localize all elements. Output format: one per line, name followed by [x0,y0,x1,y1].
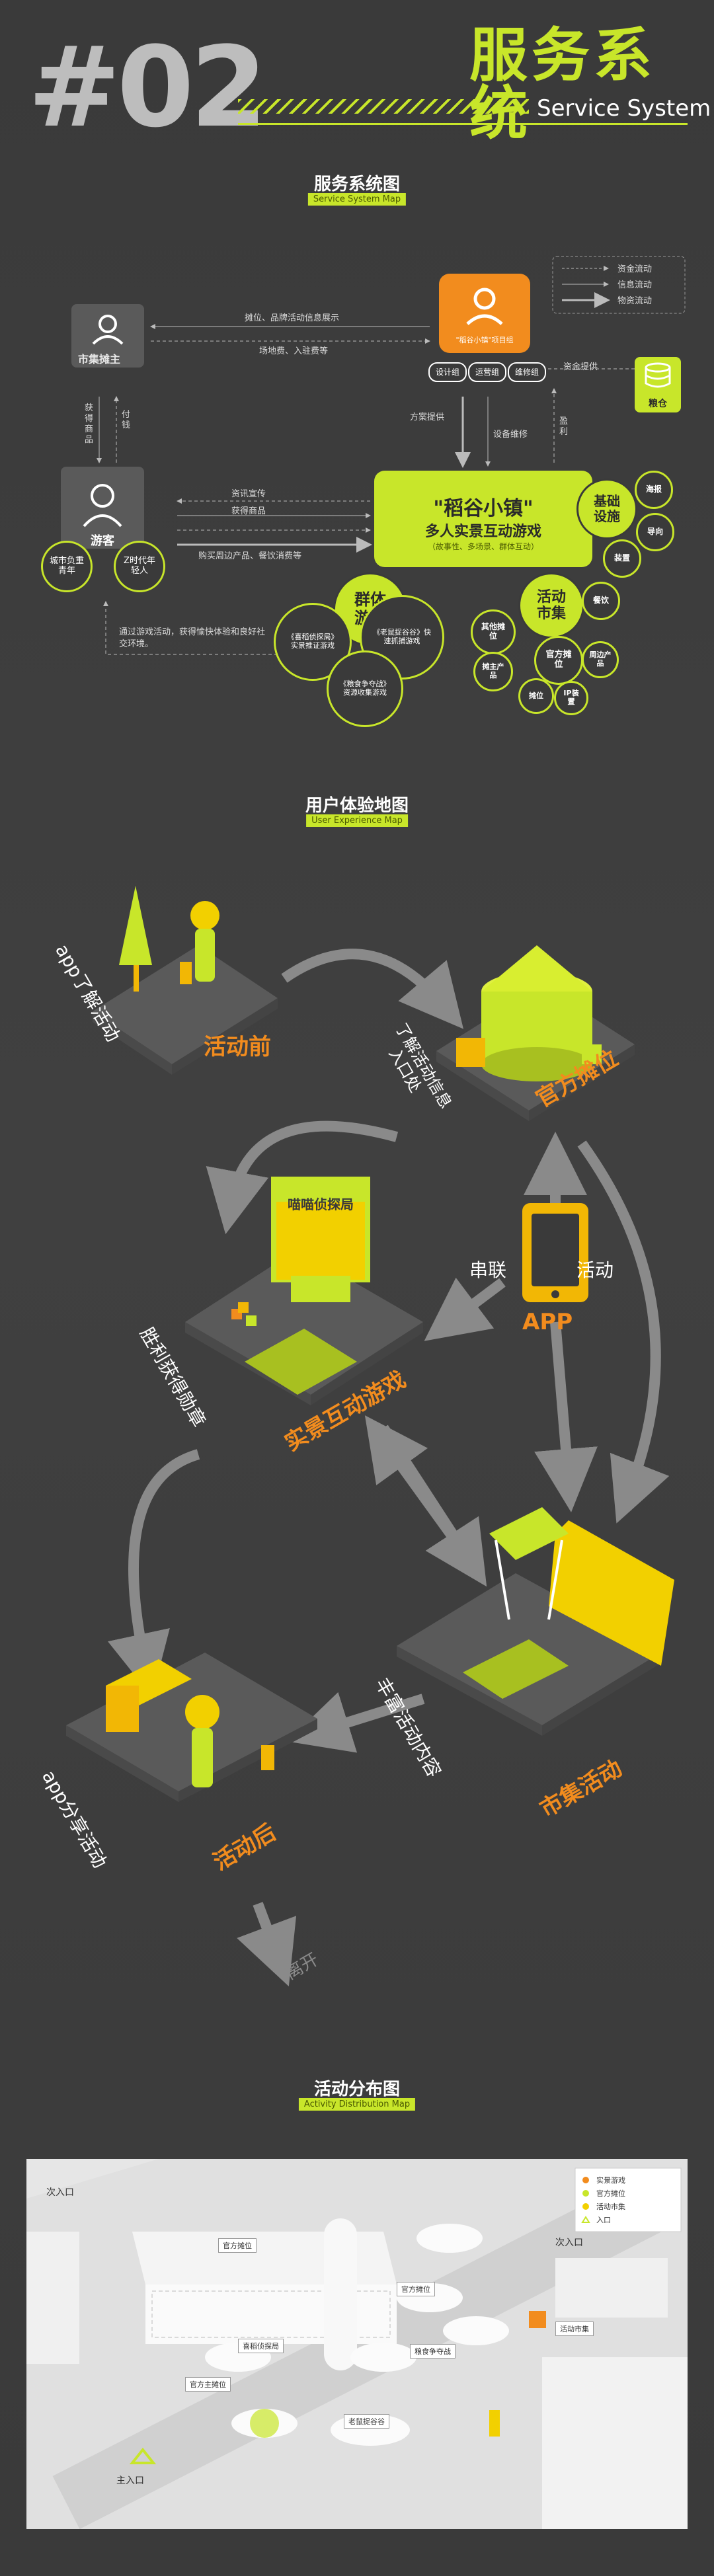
ux-map-scene [66,886,674,1986]
stage-before: 活动前 [204,1034,271,1060]
detective-sign: 喵喵侦探局 [288,1196,354,1212]
visitor-type-urban: 城市负重青年 [41,541,93,592]
main-entrance: 主入口 [116,2476,144,2486]
dist-map-subtitle: Activity Distribution Map [298,2098,416,2111]
person-icon [92,315,124,345]
infra-guide: 导向 [636,513,674,551]
map-legend-market: 活动市集 [596,2203,625,2211]
market-owner-label: 市集摊主 [78,353,121,366]
project-group-label: "稻谷小镇"项目组 [456,336,514,344]
ux-series: 串联 [469,1259,507,1281]
distribution-map: 实景游戏 官方摊位 活动市集 入口 次入口 次入口 主入口 官方摊位 官方摊位 … [26,2159,688,2530]
flow-bottom: 通过游戏活动，获得愉快体验和良好社交环境。 [119,627,266,649]
flow-left-1: 获得商品 [85,403,94,445]
flow-maintenance: 设备维修 [493,430,528,440]
database-icon [645,362,671,388]
tag-food-battle: 粮食争夺战 [410,2344,456,2359]
secondary-entrance-2: 次入口 [555,2238,583,2248]
game-food-battle: 《粮食争夺战》资源收集游戏 [327,650,403,727]
ux-map-subtitle: User Experience Map [306,814,408,827]
center-title: "稻谷小镇" [433,497,534,520]
map-legend-official: 官方摊位 [596,2189,625,2198]
infra-circle: 基础设施 [576,479,637,539]
visitor-type-genz: Z时代年轻人 [114,541,165,592]
infra-device: 装置 [603,539,641,578]
flow-profit: 盈利 [559,416,569,437]
flow-fund: 资金提供 [563,362,598,372]
tag-detective: 喜稻侦探局 [238,2339,284,2353]
visitor-box: 游客 [61,467,144,549]
map-legend-entrance: 入口 [596,2216,611,2224]
legend-fund-flow: 资金流动 [617,264,653,274]
market-owner-box [71,304,144,368]
team-maintenance: 维修组 [508,362,546,382]
team-operation: 运营组 [468,362,506,382]
market-circle: 活动市集 [518,572,584,639]
service-map-subtitle: Service System Map [307,193,407,206]
flow-proposal: 方案提供 [410,412,445,422]
flow-top-2: 场地费、入驻费等 [259,346,329,356]
market-official-stall: 官方摊位 [534,636,583,685]
granary-box: 粮仓 [635,357,681,412]
tag-mouse-game: 老鼠捉谷谷 [344,2414,389,2429]
tag-official-stall-1: 官方摊位 [218,2238,257,2253]
legend-goods-flow: 物资流动 [617,296,653,306]
person-icon [466,288,503,325]
service-map-arrows [97,256,686,655]
person-icon [83,484,122,527]
flow-top-1: 摊位、品牌活动信息展示 [245,313,340,323]
dist-map-title: 活动分布图 [313,2080,400,2099]
granary-label: 粮仓 [649,399,667,409]
ux-app: APP [522,1309,573,1335]
center-note: （故事性、多场景、群体互动） [427,542,539,551]
header-underline [238,123,688,125]
team-design: 设计组 [428,362,467,382]
flow-mid-3: 购买周边产品、餐饮消费等 [198,551,302,561]
map-illustration [26,2159,688,2530]
service-map-title: 服务系统图 [313,175,400,194]
tag-market: 活动市集 [555,2322,594,2336]
flow-mid-1: 资讯宣传 [231,489,266,499]
section-title-en: Service System [537,95,711,122]
flow-left-2: 付钱 [122,410,131,430]
infra-poster: 海报 [635,471,673,509]
market-other-stall: 其他摊位 [471,609,516,654]
tag-main-official-stall: 官方主摊位 [185,2377,231,2392]
flow-mid-2: 获得商品 [231,506,266,516]
section-number: #02 [28,22,268,152]
visitor-label: 游客 [91,534,114,548]
center-project-box: "稻谷小镇" 多人实景互动游戏 （故事性、多场景、群体互动） [374,471,592,567]
market-stall: 摊位 [518,678,554,714]
legend-info-flow: 信息流动 [617,280,653,290]
market-ip-device: IP装置 [554,681,588,715]
header-hatch [238,99,529,114]
center-subtitle: 多人实景互动游戏 [424,524,541,540]
project-group-box: "稻谷小镇"项目组 [439,274,530,353]
market-merch: 周边产品 [582,641,619,678]
market-owner-product: 摊主产品 [473,652,513,691]
market-food: 餐饮 [582,582,620,620]
map-legend-game: 实景游戏 [596,2176,625,2185]
secondary-entrance-1: 次入口 [46,2187,74,2198]
ux-activity: 活动 [576,1259,614,1281]
tag-official-stall-2: 官方摊位 [397,2282,435,2296]
ux-map-title: 用户体验地图 [305,796,409,816]
